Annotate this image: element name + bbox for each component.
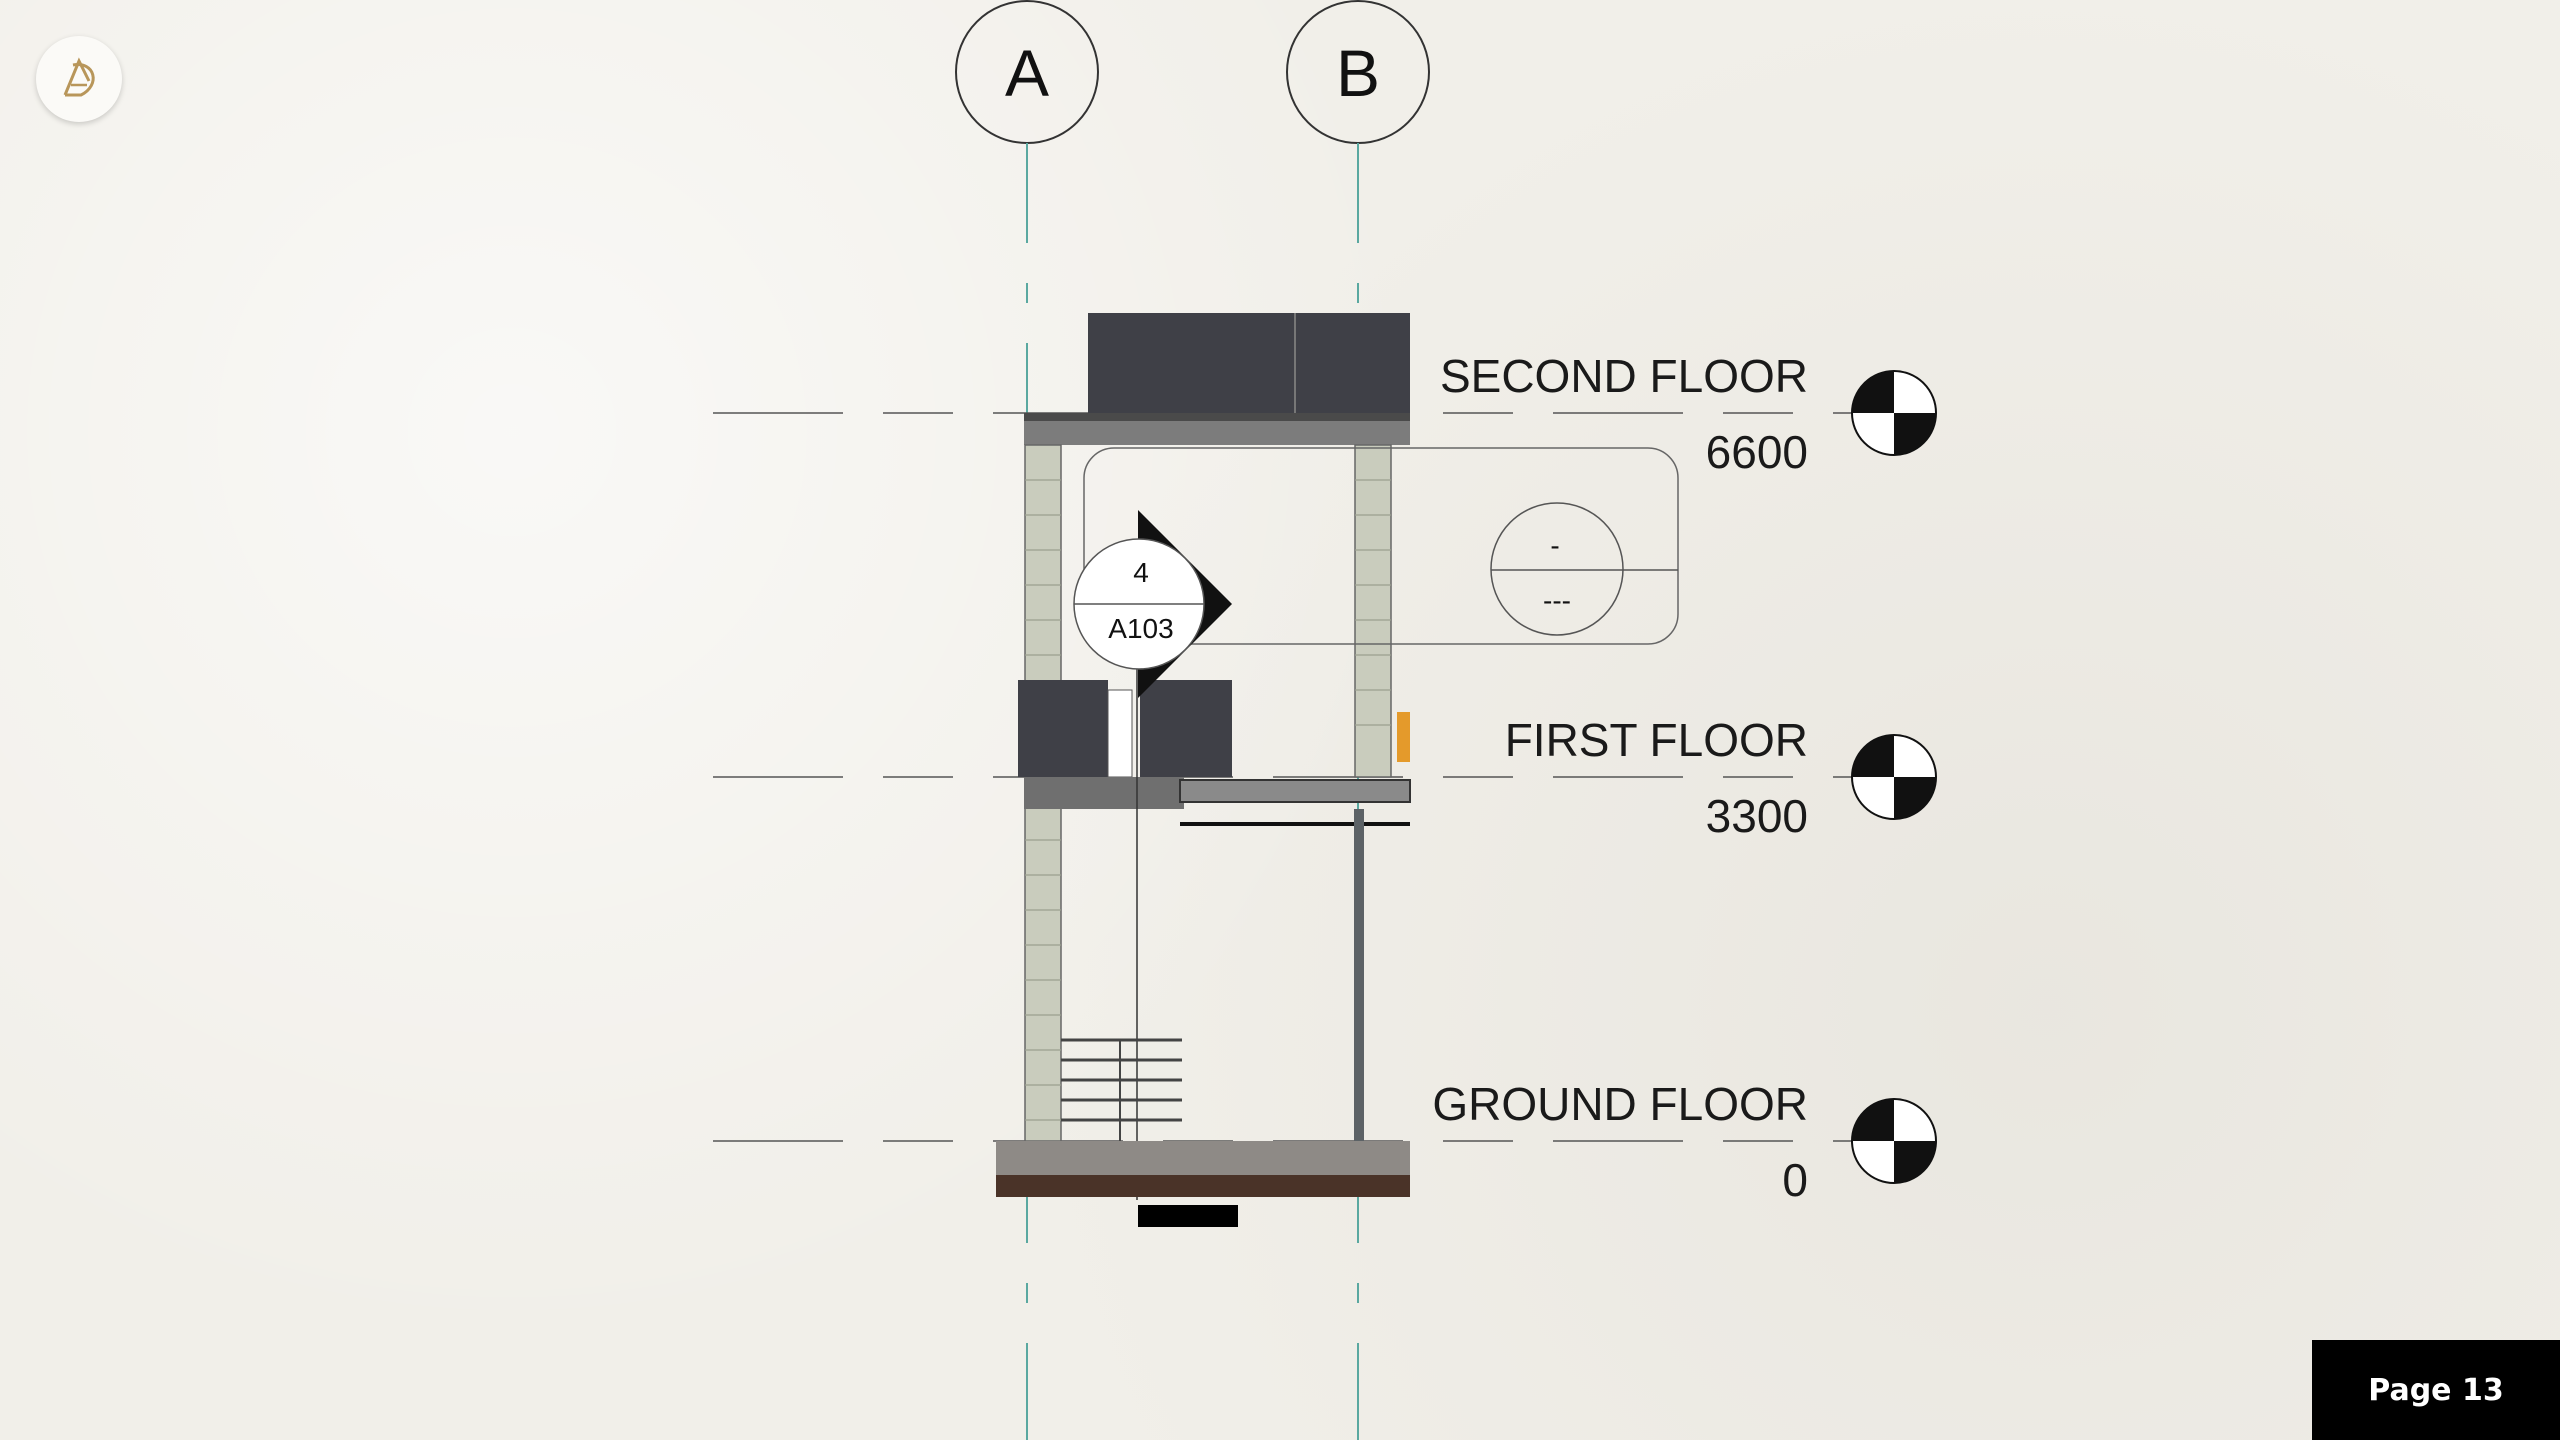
stair <box>1061 1038 1182 1141</box>
view-tag-top: - <box>1550 530 1559 561</box>
level-first-floor[interactable]: FIRST FLOOR 3300 <box>1505 714 1937 842</box>
grid-label-a: A <box>1005 36 1049 110</box>
view-tag-bottom: --- <box>1543 585 1571 616</box>
level-elevation-first: 3300 <box>1706 790 1808 842</box>
level-datum-icon <box>1851 1098 1937 1184</box>
steel-column <box>1354 809 1364 1141</box>
furniture-cabinets <box>1018 680 1410 778</box>
section-tag-sheet: A103 <box>1108 613 1173 644</box>
level-second-floor[interactable]: SECOND FLOOR 6600 <box>1440 350 1937 478</box>
section-marker[interactable]: 4 A103 <box>1073 510 1232 698</box>
level-name-second: SECOND FLOOR <box>1440 350 1808 402</box>
page-number-label: Page 13 <box>2368 1372 2504 1408</box>
first-floor-slab <box>1024 777 1411 826</box>
grid-label-b: B <box>1336 36 1380 110</box>
section-tag-number: 4 <box>1133 557 1149 588</box>
brand-logo[interactable] <box>36 36 122 122</box>
second-floor-slab <box>1024 413 1410 445</box>
level-lines <box>713 412 1860 1142</box>
right-masonry-column <box>1354 444 1392 778</box>
roof-panel <box>1088 313 1410 413</box>
view-tag[interactable]: - --- <box>1083 447 1679 645</box>
level-elevation-second: 6600 <box>1706 426 1808 478</box>
level-ground-floor[interactable]: GROUND FLOOR 0 <box>1432 1078 1937 1206</box>
grid-bubble-a[interactable]: A <box>955 0 1099 144</box>
brand-logo-icon <box>63 57 95 97</box>
grid-bubble-b[interactable]: B <box>1286 0 1430 144</box>
level-name-first: FIRST FLOOR <box>1505 714 1808 766</box>
level-datum-icon <box>1851 370 1937 456</box>
page-number-badge: Page 13 <box>2312 1340 2560 1440</box>
ground-slab <box>996 1141 1410 1227</box>
level-datum-icon <box>1851 734 1937 820</box>
level-elevation-ground: 0 <box>1782 1154 1808 1206</box>
level-name-ground: GROUND FLOOR <box>1432 1078 1808 1130</box>
